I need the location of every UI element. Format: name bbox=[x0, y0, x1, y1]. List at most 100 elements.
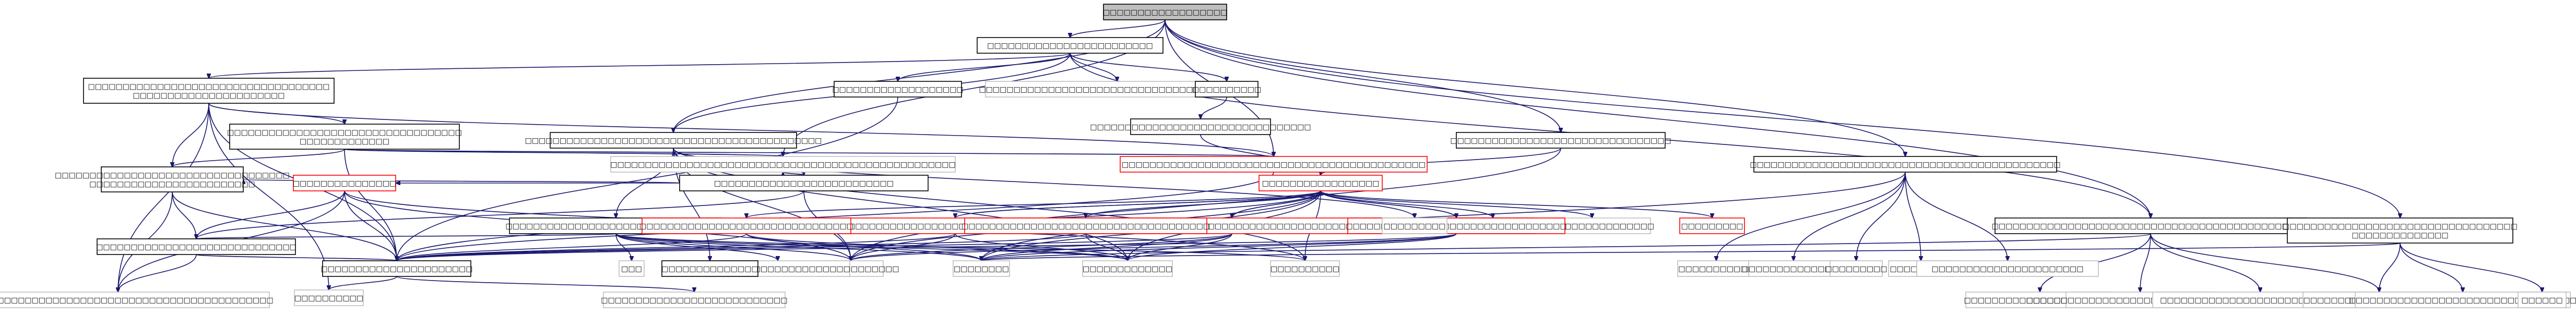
graph-node[interactable]: □□□□□□□□□□□□□□□□□□□□□□□□□□□□□□□□□□□□□□□□… bbox=[227, 124, 462, 150]
graph-node[interactable]: □□□□□□□□□ bbox=[1825, 260, 1888, 277]
graph-node-label: □□□□□□□□□□□□□ bbox=[300, 138, 389, 146]
graph-node[interactable]: □□□□□□□□□□□□□□□□□□□□□□□□□□□□□□□□ bbox=[1450, 132, 1671, 149]
graph-node-box bbox=[1748, 260, 1839, 277]
graph-node-label: □□□□□□□□□□□□□□□□□□ bbox=[1103, 8, 1227, 17]
graph-node[interactable]: □□□□□□□□□ bbox=[1679, 217, 1745, 234]
graph-node-box bbox=[1270, 260, 1340, 277]
graph-node[interactable]: □□□□□□□□□□□□□□□□□□□□□□□□□□□□□□□□ bbox=[1090, 118, 1311, 135]
graph-node-label: □□□□□□□□□□□□□□□□□□□□□□□□□□□□□ bbox=[96, 243, 296, 251]
graph-node[interactable]: □□□□□□□□□□□□□□□□□□□□□□□□□□□□□□□□□□□□□□□□… bbox=[525, 132, 822, 149]
graph-node[interactable]: □□□□□□□□□□□□□□ bbox=[661, 260, 758, 277]
graph-node-label: □□□□□□□□□□□□□□□□□□□□□□□□□□□ bbox=[601, 296, 787, 305]
graph-edge bbox=[615, 233, 981, 261]
graph-edge bbox=[898, 53, 1071, 81]
graph-node-label: □□□□□□□□□□□□□□□□□□□□□□□□□□□□□□□□□□□□□□□□… bbox=[525, 137, 822, 145]
graph-node[interactable]: □□□□□□□□□□□□□□□ bbox=[1742, 260, 1845, 277]
graph-node[interactable]: □□□□□□□□□□□□□□□□□□□□□□□□□□□□□□□□□□□□□□□□… bbox=[610, 156, 956, 173]
graph-node[interactable]: □□□□□□□□□□□□□□□□□□□□□□□□□□□□□□□□□□□□□□□□… bbox=[55, 166, 290, 192]
graph-edge bbox=[1070, 53, 1227, 81]
graph-edge bbox=[397, 233, 1232, 261]
graph-node[interactable]: □□□□□□□□□□□□□□□□□□□□□□□□□□□□□□□□□□□□ bbox=[961, 217, 1210, 234]
graph-node-label: □□□□□□□□□□□□□□□□□□□□□□□□□□□□□□□ bbox=[639, 222, 853, 231]
graph-node-label: □□□□□□□□□□□□□□□□□□□□□□□□□□□□□□□□□□□□□□□□… bbox=[1750, 161, 2060, 169]
graph-edge bbox=[397, 233, 1086, 261]
graph-node-box bbox=[229, 124, 460, 150]
graph-node-label: □□□□□□□□□□□□□□□□□□□□□□□□□□□□□□□□□□□□ bbox=[961, 222, 1210, 231]
graph-node[interactable]: □□□□□□□□□□□□□□□□□□□□□□□□ bbox=[977, 37, 1164, 54]
graph-node-box bbox=[2287, 217, 2513, 244]
graph-node[interactable]: □□□□□□□□□□□□□□□□□□□ bbox=[832, 81, 964, 98]
graph-node-label: □□□□□□□□□□ bbox=[1192, 86, 1261, 94]
graph-edge bbox=[615, 233, 1305, 261]
graph-node[interactable]: □□□□□□□□□□□□□□□□□□□□□□□□□□□ bbox=[601, 292, 788, 308]
graph-node[interactable]: □□□□□□□□□□□ bbox=[1677, 260, 1755, 277]
graph-edge bbox=[981, 233, 2151, 261]
graph-node[interactable]: □□□□□□□□□□□□□□□□□□ bbox=[1103, 4, 1227, 20]
graph-edge bbox=[851, 233, 1232, 261]
graph-node-box bbox=[1195, 81, 1259, 98]
graph-node[interactable]: □□□□□□□□□□□□□□□□□ bbox=[1259, 175, 1383, 191]
graph-node[interactable]: □□□□□□□□□□□□□□□□□□□□□□ bbox=[1916, 260, 2099, 277]
graph-node[interactable]: □□□□□□ bbox=[2518, 292, 2567, 308]
graph-edge bbox=[1165, 19, 1561, 132]
graph-node-label: □□□□□□ bbox=[2521, 296, 2562, 305]
graph-node-label: □□□□□□□□□□□□□□□□□□□□□□□□□□□□□□□□□□ bbox=[2283, 223, 2518, 231]
graph-edge bbox=[955, 191, 1321, 219]
graph-node[interactable]: □□□□□□□□□□□□□□□□□□□□□□□□□□□□□□□□□□□□□□□□… bbox=[83, 78, 335, 104]
graph-edge bbox=[1165, 19, 2151, 218]
graph-node-box bbox=[661, 260, 758, 277]
graph-node-label: □□□□□□□□□□□□□□ bbox=[661, 265, 758, 273]
graph-node[interactable]: □□□□□□□□□□□□□□□ bbox=[293, 175, 396, 191]
graph-edge bbox=[1070, 53, 1117, 81]
graph-node[interactable]: □□□□□□□□□□□□□□□□□□□□□□□□□□□□□□□□□□□□□□□□… bbox=[1750, 156, 2061, 173]
graph-node[interactable]: □□□□□□□□□ bbox=[1382, 217, 1447, 234]
graph-node[interactable]: □□□□□□□□□□□□□□□□□□□□□□□□□□□□□□□□□□□□□□□□… bbox=[2283, 217, 2518, 244]
graph-node[interactable]: □□□ bbox=[619, 260, 645, 277]
graph-node[interactable]: □□□□□□□□□□□□□□□□□□□□□□□□□□□□□□□ bbox=[639, 217, 853, 234]
graph-node-box bbox=[679, 175, 929, 191]
graph-edge bbox=[118, 254, 197, 292]
graph-node-box bbox=[619, 260, 645, 277]
graph-node-box bbox=[1259, 175, 1383, 191]
graph-edge bbox=[783, 172, 804, 175]
graph-node-label: □□□□□□□□□□□□□□□□□□□□□□□□□□□□□□□□□□□□□□□□… bbox=[1992, 222, 2309, 231]
graph-node-box bbox=[97, 238, 296, 255]
graph-node[interactable]: □□□□□□□□ bbox=[953, 260, 1010, 277]
graph-node-box bbox=[953, 260, 1010, 277]
graph-edge bbox=[1165, 19, 2400, 218]
graph-node[interactable]: □□□□□□□□□□□□□□□□□□□□□□ bbox=[320, 260, 473, 277]
graph-edge bbox=[1086, 190, 1321, 218]
graph-node-box bbox=[2518, 292, 2567, 308]
graph-node[interactable]: □□□□□□□□□□□□□□□□□□□□□□□□□□□□□ bbox=[96, 238, 296, 255]
graph-edge bbox=[118, 103, 209, 292]
graph-node[interactable]: □□□□□□□□□□□□□□□□□□□□□□□□□□□□□□□□□□□□□□□□… bbox=[1120, 156, 1428, 173]
graph-node[interactable]: □□□□□□□□□□□□□□□□□□□□□□□□□□□□□□□□□□□□□□□□… bbox=[0, 292, 274, 308]
graph-node[interactable]: □□□□□□□□□□ bbox=[294, 289, 364, 306]
graph-node-box bbox=[101, 166, 244, 192]
graph-edge bbox=[1320, 190, 1712, 218]
graph-edge bbox=[615, 233, 632, 261]
graph-edge bbox=[344, 149, 1274, 156]
graph-node[interactable]: □□□□□□□□□□□□□□□□□□□□□□□□□□□□□□□□□□□□□□□□… bbox=[1992, 217, 2309, 234]
graph-node[interactable]: □□□□□□□□□□□□□□□□□□□□□□□□□□□□□□□□ bbox=[1346, 217, 1567, 234]
graph-node-box bbox=[1120, 156, 1428, 173]
graph-node[interactable]: □□□□□□□□□□□□□ bbox=[1082, 260, 1173, 277]
graph-node-label: □□□□□□□□□□□ bbox=[1678, 265, 1754, 273]
graph-node-label: □□□□□□□□□□□□□□□□□□□□□□□□□□ bbox=[714, 179, 894, 188]
graph-edge bbox=[196, 254, 397, 261]
graph-edge bbox=[1716, 172, 1906, 261]
graph-node[interactable]: □□□□□□□□□□ bbox=[1192, 81, 1261, 98]
graph-edge bbox=[1794, 172, 1906, 261]
graph-edge bbox=[2150, 233, 2260, 292]
graph-node-label: □□□□□□□□□□ bbox=[294, 294, 363, 302]
graph-edge bbox=[851, 233, 1457, 261]
graph-node-box bbox=[977, 37, 1164, 54]
graph-node-label: □□□□□□□□□□□□□□□□□□□□□□□□□□□□□□□□□□ bbox=[55, 172, 290, 180]
graph-edge bbox=[396, 276, 694, 292]
graph-edge bbox=[1320, 190, 1592, 218]
graph-node[interactable]: □□□□□□□□□□□□□□□□□□□□□□□□□□ bbox=[679, 175, 929, 191]
graph-edge bbox=[1201, 96, 1227, 119]
graph-node[interactable]: □□□□□□□□□□ bbox=[1270, 260, 1340, 277]
graph-node-box bbox=[1830, 260, 1883, 277]
